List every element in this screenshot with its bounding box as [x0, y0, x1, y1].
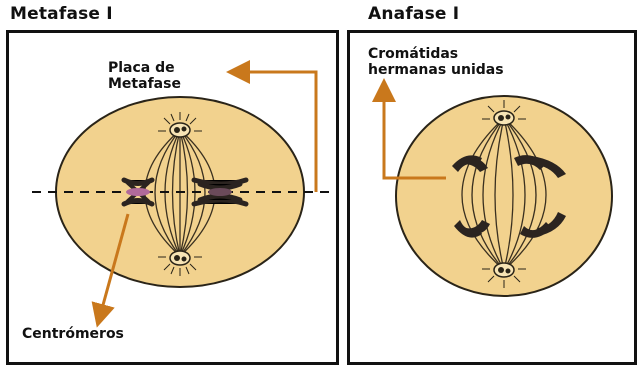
metaphase-title: Metafase I — [10, 4, 113, 24]
centromeres-label: Centrómeros — [22, 326, 124, 342]
chromatids-arrow — [372, 78, 446, 180]
metaphase-centrosome-top — [158, 112, 202, 138]
sister-chromatids-label: Cromátidas hermanas unidas — [368, 46, 504, 78]
sister-chromatids-label-line2: hermanas unidas — [368, 62, 504, 78]
metaphase-plate-label-line1: Placa de — [108, 60, 175, 76]
centromere-left — [126, 188, 150, 196]
plate-arrow — [226, 60, 318, 192]
anaphase-title: Anafase I — [368, 4, 460, 24]
anaphase-centrosome-top — [482, 100, 526, 126]
anaphase-cell — [372, 78, 613, 297]
chromosome-pair-right — [191, 177, 249, 207]
anaphase-centrosome-bottom — [482, 262, 526, 288]
sister-chromatids-label-line1: Cromátidas — [368, 46, 459, 62]
metaphase-plate-label-line2: Metafase — [108, 76, 181, 92]
centromere-arrow — [91, 213, 130, 328]
metaphase-plate-label: Placa de Metafase — [108, 60, 181, 92]
metaphase-centrosome-bottom — [158, 250, 202, 276]
centromere-right — [208, 188, 232, 196]
metaphase-cell — [32, 60, 330, 328]
anaphase-chromosomes — [452, 155, 566, 238]
anaphase-spindle — [461, 117, 547, 271]
